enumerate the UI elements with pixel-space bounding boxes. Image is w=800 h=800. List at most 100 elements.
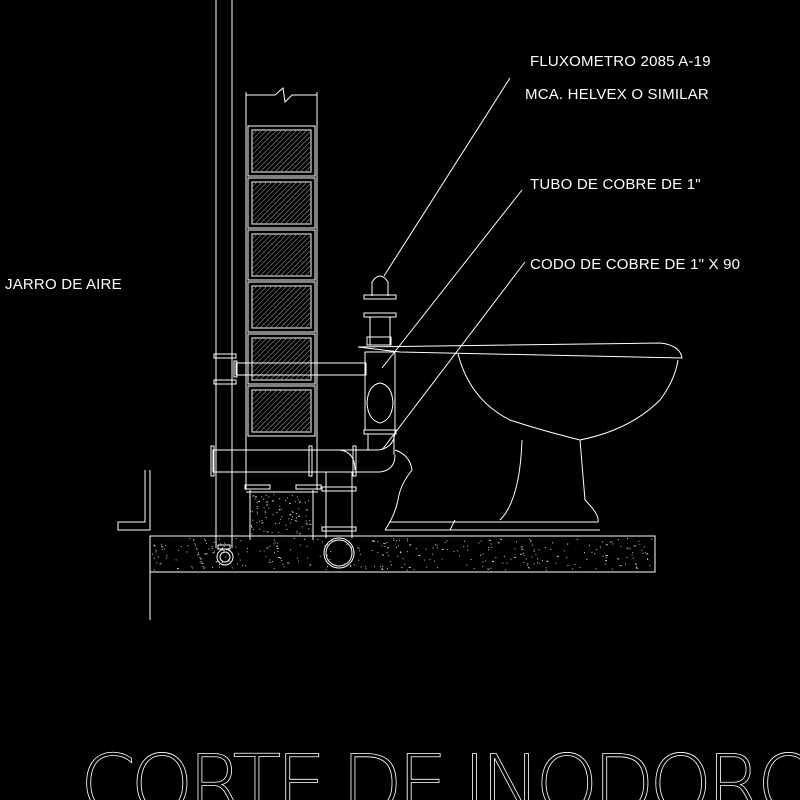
concrete-speckle <box>299 501 300 503</box>
concrete-speckle <box>284 499 286 501</box>
concrete-speckle <box>384 543 386 544</box>
concrete-speckle <box>611 541 613 543</box>
concrete-speckle <box>263 498 265 500</box>
label-brand: MCA. HELVEX O SIMILAR <box>525 86 709 103</box>
concrete-speckle <box>522 552 524 554</box>
concrete-speckle <box>579 567 581 569</box>
concrete-speckle <box>226 549 228 551</box>
concrete-speckle <box>566 557 568 559</box>
concrete-speckle <box>322 541 323 543</box>
hatch-line <box>259 233 303 277</box>
concrete-speckle <box>256 502 258 504</box>
concrete-speckle <box>488 549 489 551</box>
wall-block <box>247 333 316 385</box>
concrete-speckle <box>276 512 278 513</box>
concrete-speckle <box>415 548 417 550</box>
concrete-speckle <box>400 551 402 553</box>
concrete-speckle <box>384 546 386 547</box>
hatch-line <box>289 150 312 173</box>
concrete-speckle <box>467 549 469 551</box>
hatch-line <box>304 217 312 225</box>
concrete-speckle <box>231 567 233 569</box>
concrete-speckle <box>251 511 253 513</box>
label-fluxometro: FLUXOMETRO 2085 A-19 <box>530 53 711 70</box>
concrete-speckle <box>537 562 538 564</box>
concrete-speckle <box>239 559 241 561</box>
concrete-speckle <box>358 548 360 549</box>
concrete-speckle <box>238 553 240 555</box>
concrete-speckle <box>157 556 159 558</box>
concrete-speckle <box>629 548 631 550</box>
concrete-speckle <box>245 565 247 567</box>
concrete-speckle <box>298 560 300 562</box>
concrete-speckle <box>252 519 254 521</box>
hatch-line <box>264 233 308 277</box>
concrete-speckle <box>286 497 288 499</box>
concrete-speckle <box>259 520 261 522</box>
concrete-speckle <box>638 540 640 542</box>
hatch-line <box>279 244 312 277</box>
concrete-speckle <box>334 540 336 542</box>
concrete-speckle <box>235 546 237 548</box>
concrete-speckle <box>382 565 384 567</box>
concrete-speckle <box>625 563 626 565</box>
concrete-speckle <box>387 555 389 557</box>
concrete-speckle <box>290 522 292 524</box>
concrete-speckle <box>296 530 298 532</box>
concrete-speckle <box>490 567 492 569</box>
concrete-speckle <box>359 553 361 555</box>
hatch-line <box>254 129 298 173</box>
concrete-speckle <box>617 558 620 560</box>
hatch-line <box>251 285 273 307</box>
concrete-speckle <box>406 569 408 571</box>
concrete-speckle <box>491 561 494 563</box>
concrete-speckle <box>395 546 397 548</box>
concrete-speckle <box>487 568 490 570</box>
concrete-speckle <box>222 547 224 549</box>
concrete-speckle <box>274 552 275 554</box>
concrete-speckle <box>555 562 557 564</box>
concrete-speckle <box>544 546 546 548</box>
concrete-speckle <box>397 555 399 557</box>
concrete-speckle <box>636 566 638 568</box>
hatch-line <box>259 181 303 225</box>
hatch-line <box>251 129 263 141</box>
concrete-speckle <box>528 567 530 569</box>
concrete-speckle <box>572 568 574 570</box>
concrete-speckle <box>594 553 596 555</box>
concrete-speckle <box>396 540 398 542</box>
concrete-speckle <box>633 545 636 547</box>
hatch-line <box>251 285 263 297</box>
hatch-line <box>251 129 268 146</box>
hatch-line <box>251 233 268 250</box>
hatch-line <box>299 160 312 173</box>
hatch-line <box>309 222 312 225</box>
concrete-speckle <box>596 549 598 550</box>
hatch-line <box>251 181 268 198</box>
concrete-speckle <box>546 560 549 562</box>
concrete-speckle <box>401 567 403 568</box>
hatch-line <box>304 321 312 329</box>
concrete-speckle <box>413 569 415 571</box>
concrete-speckle <box>523 561 525 563</box>
concrete-speckle <box>263 530 265 532</box>
concrete-speckle <box>197 552 199 554</box>
hatch-line <box>284 405 312 433</box>
concrete-speckle <box>490 543 492 545</box>
hatch-line <box>304 425 312 433</box>
concrete-speckle <box>298 508 300 510</box>
left-wall-edge <box>117 470 151 620</box>
concrete-speckle <box>641 549 643 551</box>
concrete-speckle <box>189 538 191 540</box>
concrete-speckle <box>383 543 385 544</box>
hatch-line <box>284 301 312 329</box>
hatch-line <box>309 430 312 433</box>
concrete-speckle <box>504 569 506 571</box>
hatch-line <box>251 337 293 379</box>
drawing-title: CORTE DE INODORO <box>80 738 800 800</box>
wall-block <box>247 281 316 333</box>
concrete-speckle <box>545 567 547 569</box>
hatch-line <box>251 129 278 156</box>
hatch-line <box>274 395 312 433</box>
upper-copper-pipe <box>233 360 367 378</box>
